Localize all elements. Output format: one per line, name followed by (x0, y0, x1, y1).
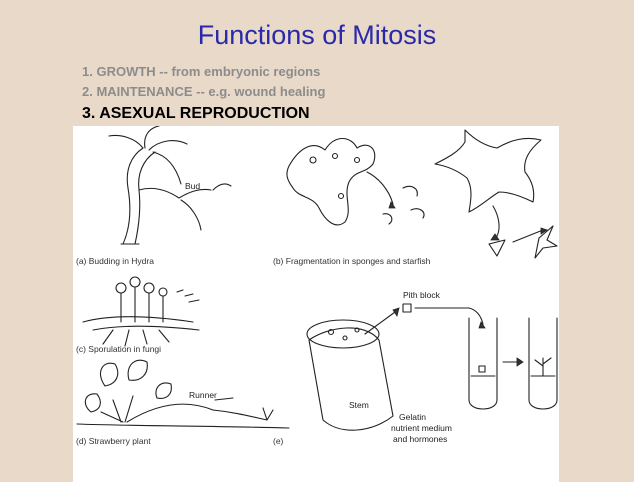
label-runner: Runner (189, 390, 217, 400)
label-medium-1: Gelatin (399, 412, 426, 422)
label-stem: Stem (349, 400, 369, 410)
slide-title: Functions of Mitosis (0, 18, 634, 52)
caption-c: (c) Sporulation in fungi (76, 344, 161, 354)
label-medium-3: and hormones (393, 434, 447, 444)
tissue-culture-illustration (307, 304, 557, 430)
figure-illustration: Bud (a) Budding in Hydra (73, 126, 559, 482)
label-pith-block: Pith block (403, 290, 441, 300)
caption-e: (e) (273, 436, 284, 446)
fungi-illustration (83, 277, 199, 346)
bullet-growth: 1. GROWTH -- from embryonic regions (82, 64, 320, 80)
hydra-illustration (109, 126, 231, 244)
starfish-illustration (435, 130, 557, 258)
sponge-illustration (287, 139, 424, 225)
strawberry-illustration (77, 360, 289, 428)
label-medium-2: nutrient medium (391, 423, 452, 433)
bullet-asexual-reproduction: 3. ASEXUAL REPRODUCTION (82, 104, 310, 124)
bullet-maintenance: 2. MAINTENANCE -- e.g. wound healing (82, 84, 325, 100)
caption-a: (a) Budding in Hydra (76, 256, 154, 266)
asexual-reproduction-figure: Bud (a) Budding in Hydra (73, 126, 559, 482)
caption-d: (d) Strawberry plant (76, 436, 151, 446)
caption-b: (b) Fragmentation in sponges and starfis… (273, 256, 431, 266)
label-bud: Bud (185, 181, 200, 191)
